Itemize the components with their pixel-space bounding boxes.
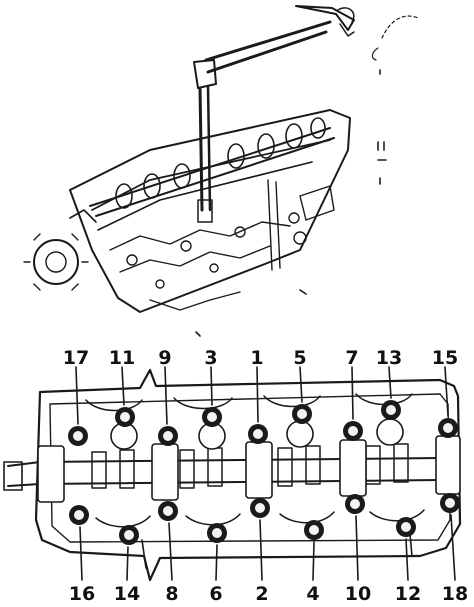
bolt-label: 18 xyxy=(442,583,468,605)
bolt-label: 10 xyxy=(345,583,371,605)
bolt-3 xyxy=(202,407,222,427)
bolt-1 xyxy=(248,424,268,444)
bolt-label: 3 xyxy=(204,347,217,369)
head-bolts xyxy=(68,400,460,545)
bolt-label: 17 xyxy=(63,347,89,369)
bolt-7 xyxy=(343,421,363,441)
bolt-label: 12 xyxy=(395,583,421,605)
bolt-4 xyxy=(304,520,324,540)
bolt-label: 8 xyxy=(165,583,178,605)
bolt-10 xyxy=(345,494,365,514)
timing-gear-icon xyxy=(23,209,97,291)
bolt-label: 5 xyxy=(293,347,306,369)
bolt-label: 13 xyxy=(376,347,402,369)
bolt-label: 11 xyxy=(109,347,135,369)
bolt-11 xyxy=(115,407,135,427)
bolt-9 xyxy=(158,426,178,446)
bolt-8 xyxy=(158,501,178,521)
bolt-5 xyxy=(292,404,312,424)
bolt-14 xyxy=(119,525,139,545)
bolt-17 xyxy=(68,426,88,446)
bolt-6 xyxy=(207,523,227,543)
top-row-labels: 17 11 9 3 1 5 7 13 15 xyxy=(63,347,458,369)
bolt-16 xyxy=(69,505,89,525)
bolt-label: 2 xyxy=(255,583,268,605)
bottom-row-labels: 16 14 8 6 2 4 10 12 18 xyxy=(69,583,468,605)
bolt-2 xyxy=(250,498,270,518)
bolt-label: 16 xyxy=(69,583,95,605)
bolt-label: 7 xyxy=(345,347,358,369)
bolt-label: 6 xyxy=(209,583,222,605)
bolt-13 xyxy=(381,400,401,420)
bolt-label: 15 xyxy=(432,347,458,369)
bolt-label: 9 xyxy=(158,347,171,369)
bolt-18 xyxy=(440,493,460,513)
engine-illustration xyxy=(23,5,419,337)
cylinder-head-plan: 17 11 9 3 1 5 7 13 15 16 14 8 6 2 4 10 1… xyxy=(3,347,468,605)
bolt-12 xyxy=(396,517,416,537)
leader-lines xyxy=(75,366,456,581)
bolt-label: 14 xyxy=(114,583,140,605)
torque-wrench-icon xyxy=(193,5,355,223)
bolt-label: 4 xyxy=(306,583,319,605)
bolt-15 xyxy=(438,418,458,438)
bolt-label: 1 xyxy=(250,347,263,369)
